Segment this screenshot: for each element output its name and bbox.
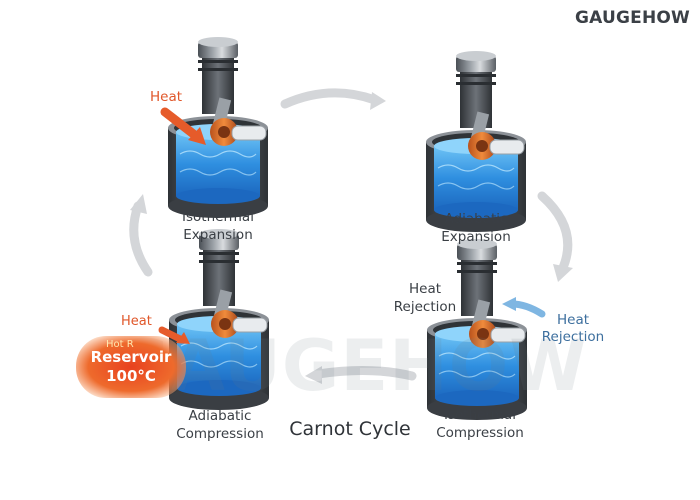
stage-line1: Adiabatic xyxy=(188,408,252,424)
heat-in-label-2: Heat xyxy=(121,314,152,329)
piston-cylinder-icon xyxy=(425,50,527,233)
stage-label-isothermal-expansion: Isothermal Expansion xyxy=(158,208,278,244)
cycle-arrow-head xyxy=(130,194,147,214)
stage-line1: Isothermal xyxy=(182,209,254,225)
stage-line1: Adiabatic xyxy=(444,211,508,227)
heat-rejection-line2: Rejection xyxy=(393,299,457,315)
hot-reservoir xyxy=(76,336,186,398)
stage-label-adiabatic-expansion: Adiabatic Expansion xyxy=(416,210,536,246)
heat-in-label: Heat xyxy=(150,89,183,105)
heat-arrow-icon xyxy=(160,107,201,141)
heat-rejection-arrow-line2: Rejection xyxy=(541,329,605,345)
cycle-arrow-icon xyxy=(313,365,417,381)
cycle-arrow-icon xyxy=(537,191,573,275)
heat-rejection-label: Heat Rejection xyxy=(375,280,475,316)
cycle-arrow-head xyxy=(305,366,322,384)
cycle-arrow-head xyxy=(553,264,573,282)
brand-logo: GAUGEHOW xyxy=(575,8,690,28)
stage-line2: Compression xyxy=(176,426,264,442)
cycle-arrow-icon xyxy=(280,88,380,109)
heat-rejection-arrow-line1: Heat xyxy=(556,312,590,328)
heat-rejection-arrow-label: Heat Rejection xyxy=(528,312,618,346)
stage-label-adiabatic-compression: Adiabatic Compression xyxy=(158,407,282,443)
heat-arrow-head xyxy=(176,332,190,344)
stage-line1: Isothermal xyxy=(444,407,516,423)
piston-cylinder-icon xyxy=(426,238,528,421)
reservoir-line1: Reservoir xyxy=(90,348,172,366)
heat-rejection-line1: Heat xyxy=(408,281,442,297)
cool-arrow-head xyxy=(502,297,516,311)
heat-arrow-icon xyxy=(158,326,186,344)
stage-line2: Expansion xyxy=(441,229,511,245)
stage-line2: Expansion xyxy=(183,227,253,243)
stage-line2: Compression xyxy=(436,425,524,441)
cycle-arrow-head xyxy=(370,92,386,110)
heat-arrow-head xyxy=(188,127,206,145)
diagram-title: Carnot Cycle xyxy=(289,418,411,440)
cycle-arrow-icon xyxy=(129,201,153,277)
reservoir-label: Reservoir 100°C xyxy=(76,348,186,386)
reservoir-line2: 100°C xyxy=(106,367,156,385)
reservoir-small-label: Hot R xyxy=(106,339,134,350)
stage-label-isothermal-compression: Isothermal Compression xyxy=(420,406,540,442)
